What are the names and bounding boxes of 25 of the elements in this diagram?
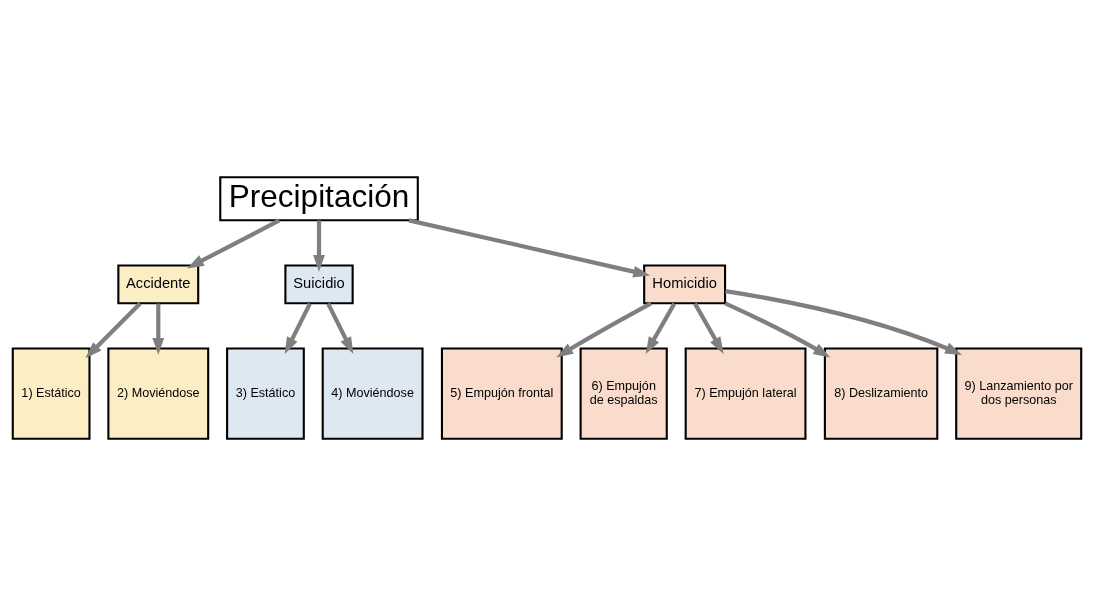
arrow <box>313 219 325 272</box>
node-box: 5) Empujón frontal <box>440 346 563 440</box>
node-box: Suicidio <box>284 263 354 304</box>
node-box: 4) Moviéndose <box>321 346 424 440</box>
node-box: 3) Estático <box>226 346 305 440</box>
node-box: 9) Lanzamiento por dos personas <box>955 346 1083 440</box>
arrow <box>724 300 831 357</box>
node-box: 6) Empujón de espaldas <box>579 346 668 440</box>
arrow <box>408 217 651 277</box>
arrow <box>725 288 962 355</box>
node-box: 2) Moviéndose <box>107 346 210 440</box>
arrow <box>693 302 724 354</box>
node-box: Accidente <box>117 263 200 304</box>
arrow <box>152 303 165 355</box>
arrow <box>85 301 142 358</box>
arrow <box>326 302 354 354</box>
node-box: Homicidio <box>643 263 727 304</box>
node-box: Precipitación <box>219 175 419 221</box>
node-box: 8) Deslizamiento <box>823 346 939 440</box>
arrow <box>556 301 653 357</box>
arrow <box>284 302 312 354</box>
node-box: 1) Estático <box>11 346 91 440</box>
arrow <box>645 302 677 354</box>
arrow <box>187 218 281 268</box>
node-box: 7) Empujón lateral <box>684 346 807 440</box>
